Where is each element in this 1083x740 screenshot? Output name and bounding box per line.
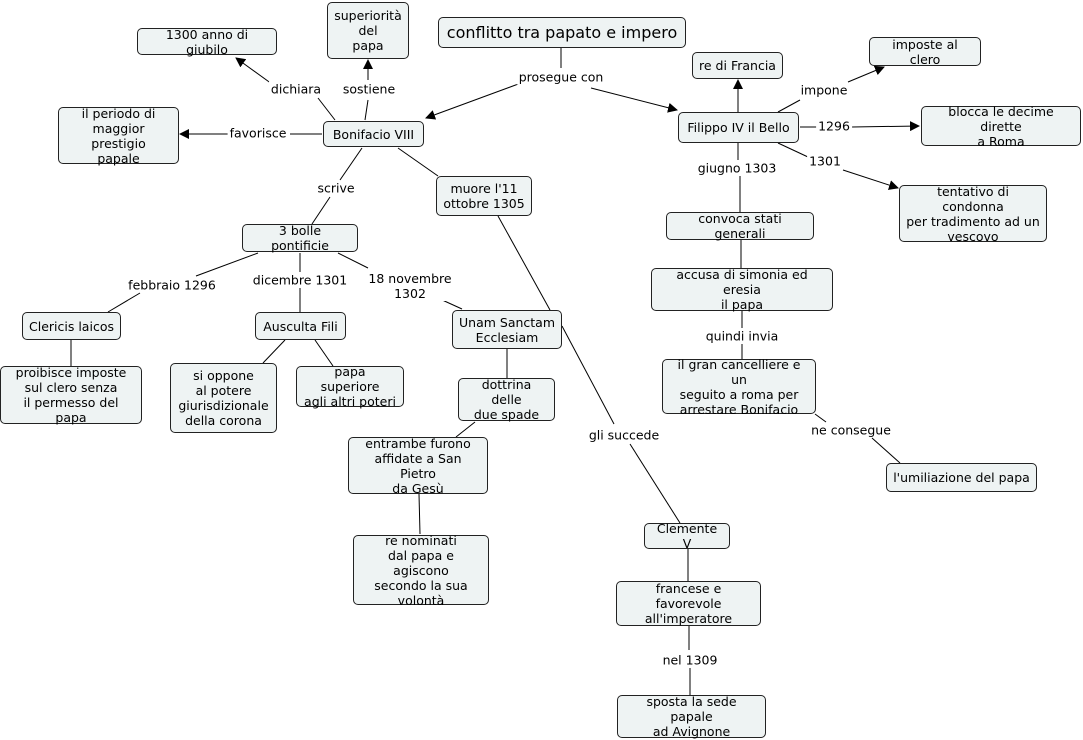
node-clemente-v: Clemente V [644, 521, 730, 551]
node-3-bolle-pontificie: 3 bolle pontificie [242, 223, 358, 253]
edge-prosegue-filippo [590, 87, 678, 113]
link-label-favorisce: favorisce [227, 125, 289, 141]
edge-scrive-bolle [311, 196, 331, 225]
node-ausculta-fili: Ausculta Fili [255, 312, 346, 340]
link-label-giugno-1303: giugno 1303 [695, 160, 779, 176]
node-accusa-simonia: accusa di simonia ed eresia il papa [651, 267, 833, 312]
edge-bonifacio-muore [397, 147, 439, 177]
edge-prosegue-bonifacio [425, 82, 522, 120]
node-proibisce-imposte: proibisce imposte sul clero senza il per… [0, 365, 142, 425]
node-unam-sanctam: Unam Sanctam Ecclesiam [452, 310, 562, 349]
node-re-di-francia: re di Francia [692, 52, 783, 79]
link-label-1296: 1296 [816, 118, 852, 134]
link-label-dichiara: dichiara [268, 81, 324, 97]
edge-bolle-febbraio [195, 252, 259, 277]
edge-unam-glisucc [561, 325, 615, 425]
link-label-impone: impone [798, 82, 850, 98]
node-sposta-sede: sposta la sede papale ad Avignone [617, 694, 766, 739]
edge-ausculta-papasup [314, 339, 334, 367]
link-label-18-novembre-1302: 18 novembre 1302 [366, 271, 454, 301]
node-entrambe-affidate: entrambe furono affidate a San Pietro da… [348, 436, 488, 496]
node-re-nominati: re nominati dal papa e agiscono secondo … [353, 533, 489, 608]
node-muore: muore l'11 ottobre 1305 [436, 176, 532, 216]
edge-entrambe-renominati [418, 493, 421, 535]
link-label-quindi-invia: quindi invia [703, 328, 781, 344]
node-1300-anno-di-giubilo: 1300 anno di giubilo [137, 27, 277, 57]
edge-bonifacio-dichiara [317, 97, 336, 121]
link-label-gli-succede: gli succede [586, 427, 662, 443]
edge-dottrina-entrambe [455, 421, 476, 438]
edge-glisucc-clemente [629, 443, 681, 524]
link-label-sostiene: sostiene [340, 81, 398, 97]
node-dottrina-due-spade: dottrina delle due spade [458, 377, 555, 422]
edge-febbraio-clericis [107, 292, 141, 313]
edge-impone-imposte [847, 65, 885, 83]
link-label-prosegue-con: prosegue con [516, 69, 606, 85]
node-superiorita-del-papa: superiorità del papa [327, 2, 409, 59]
node-si-oppone: si oppone al potere giurisdizionale dell… [170, 363, 277, 433]
node-francese-favorevole: francese e favorevole all'imperatore [616, 581, 761, 626]
edge-1301-tentativo [842, 169, 899, 190]
edge-muore-unam [497, 215, 551, 311]
node-blocca-decime: blocca le decime dirette a Roma [921, 104, 1081, 149]
node-clericis-laicos: Clericis laicos [22, 312, 121, 340]
map-title: conflitto tra papato e impero [438, 17, 686, 48]
edge-1296-blocca [851, 121, 920, 132]
node-periodo-prestigio: il periodo di maggior prestigio papale [58, 106, 179, 166]
edge-dichiara-giubilo [235, 57, 273, 85]
node-filippo-iv: Filippo IV il Bello [678, 112, 799, 143]
edge-bonifacio-sostiene [364, 99, 369, 121]
link-label-scrive: scrive [315, 180, 357, 196]
node-tentativo-condonna: tentativo di condonna per tradimento ad … [899, 184, 1047, 244]
edge-filippo-impone [777, 99, 801, 113]
link-label-1301: 1301 [807, 153, 843, 169]
node-bonifacio-viii: Bonifacio VIII [323, 121, 424, 147]
node-papa-superiore: papa superiore agli altri poteri [296, 364, 404, 409]
edge-ne-umiliazione [871, 437, 901, 464]
node-gran-cancelliere: il gran cancelliere e un seguito a roma … [662, 357, 816, 417]
edge-gran-ne [814, 413, 827, 423]
link-label-dicembre-1301: dicembre 1301 [250, 272, 350, 288]
node-imposte-al-clero: imposte al clero [869, 37, 981, 67]
link-label-ne-consegue: ne consegue [809, 422, 893, 438]
edge-ausculta-sioppone [262, 339, 286, 364]
edge-bonifacio-scrive [339, 147, 363, 181]
edge-filippo-1301 [777, 142, 809, 158]
link-label-febbraio-1296: febbraio 1296 [126, 277, 218, 293]
link-label-nel-1309: nel 1309 [660, 652, 720, 668]
node-umiliazione-papa: l'umiliazione del papa [886, 463, 1037, 492]
node-convoca-stati: convoca stati generali [666, 211, 814, 241]
edge-bolle-novembre [337, 252, 369, 269]
